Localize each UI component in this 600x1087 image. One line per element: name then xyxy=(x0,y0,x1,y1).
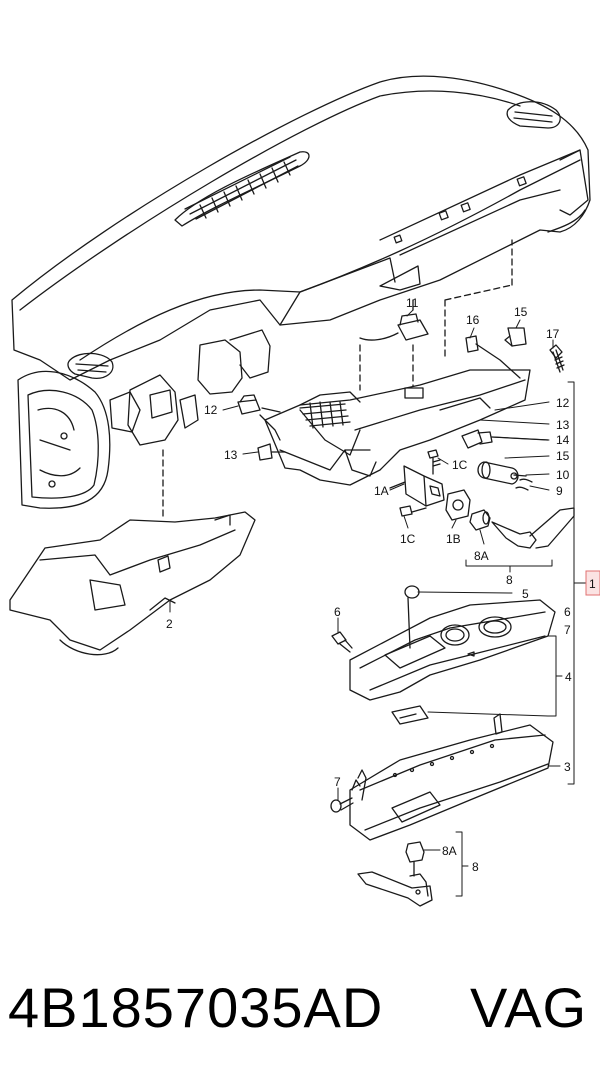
leader-lines xyxy=(169,309,589,897)
brand-caption: VAG xyxy=(470,976,588,1039)
part-8A-cylinder-lower xyxy=(405,841,425,877)
callout-12-left: 12 xyxy=(204,403,218,417)
callout-8A-upper: 8A xyxy=(474,549,489,563)
callout-11: 11 xyxy=(406,296,419,310)
callout-13-right: 13 xyxy=(556,418,570,432)
callout-8A-lower: 8A xyxy=(442,844,457,858)
callout-10: 10 xyxy=(556,468,570,482)
part-3-door xyxy=(349,713,554,841)
callout-1-box xyxy=(585,570,600,596)
callout-6-right: 6 xyxy=(564,605,571,619)
part-7-pin xyxy=(330,797,354,813)
dashboard-panel xyxy=(11,75,591,509)
part-6-screw-upper xyxy=(331,631,353,653)
callout-4: 4 xyxy=(565,670,572,684)
callout-8-lower: 8 xyxy=(472,860,479,874)
callout-2: 2 xyxy=(166,617,173,631)
callout-7-right: 7 xyxy=(564,623,571,637)
callout-9: 9 xyxy=(556,484,563,498)
callout-7-left: 7 xyxy=(334,775,341,789)
part-4-insert xyxy=(391,705,429,725)
part-9-spring xyxy=(515,478,533,491)
part-8-key-upper xyxy=(491,507,575,549)
callout-1B: 1B xyxy=(446,532,461,546)
callout-1: 1 xyxy=(589,577,596,591)
callout-1C-upper: 1C xyxy=(452,458,468,472)
part-12-clip-left xyxy=(237,394,281,441)
part-1C-screw-upper xyxy=(427,449,441,475)
part-17-screw xyxy=(549,344,565,373)
callout-3: 3 xyxy=(564,760,571,774)
part-4-lid xyxy=(349,599,556,701)
part-10-lock-cylinder xyxy=(477,461,527,485)
callout-8-upper: 8 xyxy=(506,573,513,587)
callout-14: 14 xyxy=(556,433,570,447)
callout-12-right: 12 xyxy=(556,396,570,410)
part-16-bracket xyxy=(465,335,521,379)
part-13-screw-left xyxy=(257,443,286,461)
part-number-caption: 4B1857035AD xyxy=(8,976,384,1039)
callout-1A: 1A xyxy=(374,484,389,498)
part-15-clip xyxy=(504,327,527,347)
callout-15-right: 15 xyxy=(556,449,570,463)
callout-15-top: 15 xyxy=(514,305,528,319)
glovebox-housing xyxy=(264,369,531,486)
callout-17: 17 xyxy=(546,327,560,341)
part-8-key-lower xyxy=(357,871,433,907)
part-11-switch xyxy=(359,299,429,399)
part-8A-cylinder-upper xyxy=(469,509,491,531)
callout-1C-lower: 1C xyxy=(400,532,416,546)
part-2-lower-trim xyxy=(9,511,256,656)
callout-16: 16 xyxy=(466,313,480,327)
part-1B-lock-housing xyxy=(445,489,471,521)
part-1A-hinge-bracket xyxy=(389,465,445,507)
callout-5: 5 xyxy=(522,587,529,601)
callout-13-left: 13 xyxy=(224,448,238,462)
leader-dashed-glovebox xyxy=(444,239,513,361)
callout-6-left: 6 xyxy=(334,605,341,619)
part-1C-screw-lower xyxy=(399,505,427,517)
